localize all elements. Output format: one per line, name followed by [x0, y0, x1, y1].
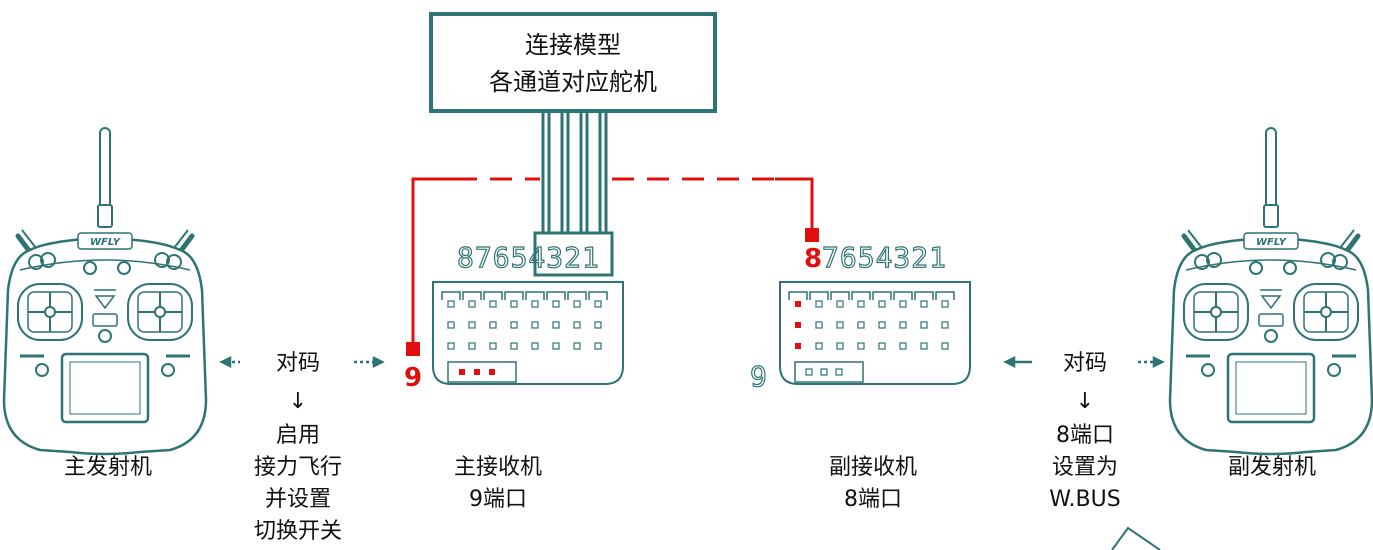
port8-marker	[805, 228, 819, 242]
servo-wires	[541, 111, 608, 232]
servo-box-line1: 连接模型	[525, 31, 621, 59]
servo-box: 连接模型 各通道对应舵机	[429, 12, 717, 113]
main-transmitter-brand: WFLY	[90, 237, 122, 248]
red-connection-left	[411, 177, 540, 345]
main-receiver-channel-highlight	[533, 231, 614, 277]
sub-receiver-label: 副接收机	[829, 455, 917, 480]
sub-transmitter: WFLY 副发射机	[1170, 128, 1372, 480]
main-receiver-label: 主接收机	[454, 455, 542, 480]
main-transmitter: WFLY 主发射机	[4, 128, 206, 480]
right-step-line-3: W.BUS	[1049, 487, 1120, 512]
left-step-line-4: 切换开关	[254, 519, 342, 544]
main-receiver-port-label: 9端口	[469, 487, 527, 512]
red-connection-right	[612, 177, 814, 230]
right-pair-label: 对码	[1063, 351, 1107, 376]
sub-receiver: 8 7654321 9 副接收机 8端口	[749, 240, 971, 512]
right-step-line-1: 8端口	[1056, 423, 1114, 448]
left-down-arrow: ↓	[289, 389, 307, 414]
main-receiver-channels: 87654321	[457, 241, 600, 274]
left-pair-label: 对码	[276, 351, 320, 376]
sub-transmitter-label: 副发射机	[1228, 455, 1316, 480]
left-step-line-2: 接力飞行	[254, 455, 342, 480]
left-pair-arrows	[219, 355, 385, 369]
right-step-line-2: 设置为	[1052, 455, 1118, 480]
main-receiver-pin-grid	[441, 291, 608, 350]
port9-marker	[406, 342, 420, 356]
main-receiver: 87654321 9 主接收机 9端口	[404, 231, 624, 512]
main-transmitter-label: 主发射机	[64, 455, 152, 480]
right-down-arrow: ↓	[1076, 389, 1094, 414]
sub-receiver-pin-grid	[788, 291, 955, 350]
left-pairing-step: 对码 ↓ 启用 接力飞行 并设置 切换开关	[219, 351, 385, 544]
sub-transmitter-brand: WFLY	[1256, 237, 1288, 248]
sub-receiver-channels: 7654321	[822, 241, 947, 274]
sub-receiver-channel8: 8	[804, 244, 822, 274]
main-receiver-port9: 9	[404, 363, 422, 393]
corner-decoration	[1111, 526, 1161, 550]
right-pair-arrows	[1003, 355, 1165, 369]
left-step-line-1: 启用	[276, 423, 320, 448]
right-pairing-step: 对码 ↓ 8端口 设置为 W.BUS	[1003, 351, 1165, 550]
left-step-line-3: 并设置	[265, 487, 331, 512]
sub-receiver-port-label: 8端口	[844, 487, 902, 512]
sub-receiver-port9: 9	[750, 360, 768, 393]
servo-box-line2: 各通道对应舵机	[489, 68, 657, 96]
